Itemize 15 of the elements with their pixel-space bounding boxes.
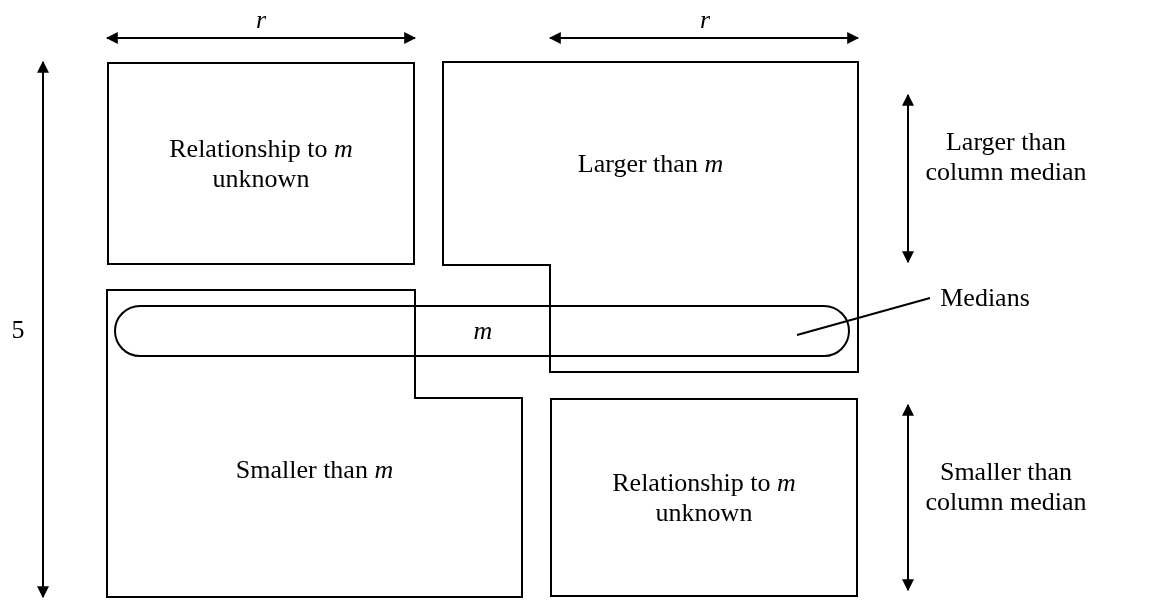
region-box <box>550 398 858 597</box>
region-box <box>107 62 415 265</box>
median-pill <box>114 305 850 357</box>
region-label: Relationship to m unknown <box>168 133 354 194</box>
dimension-label: 5 <box>11 315 25 345</box>
region-label: Medians <box>940 283 1030 313</box>
side-note: Smaller than column median <box>924 457 1088 517</box>
dimension-label: r <box>255 5 267 35</box>
region-label: Smaller than m <box>235 455 394 485</box>
side-note: Larger than column median <box>924 127 1088 187</box>
region-label: Larger than m <box>577 148 724 179</box>
variable-label: m <box>473 316 493 346</box>
region-label: Relationship to m unknown <box>611 467 797 528</box>
dimension-label: r <box>699 5 711 35</box>
leader-line <box>796 297 931 336</box>
